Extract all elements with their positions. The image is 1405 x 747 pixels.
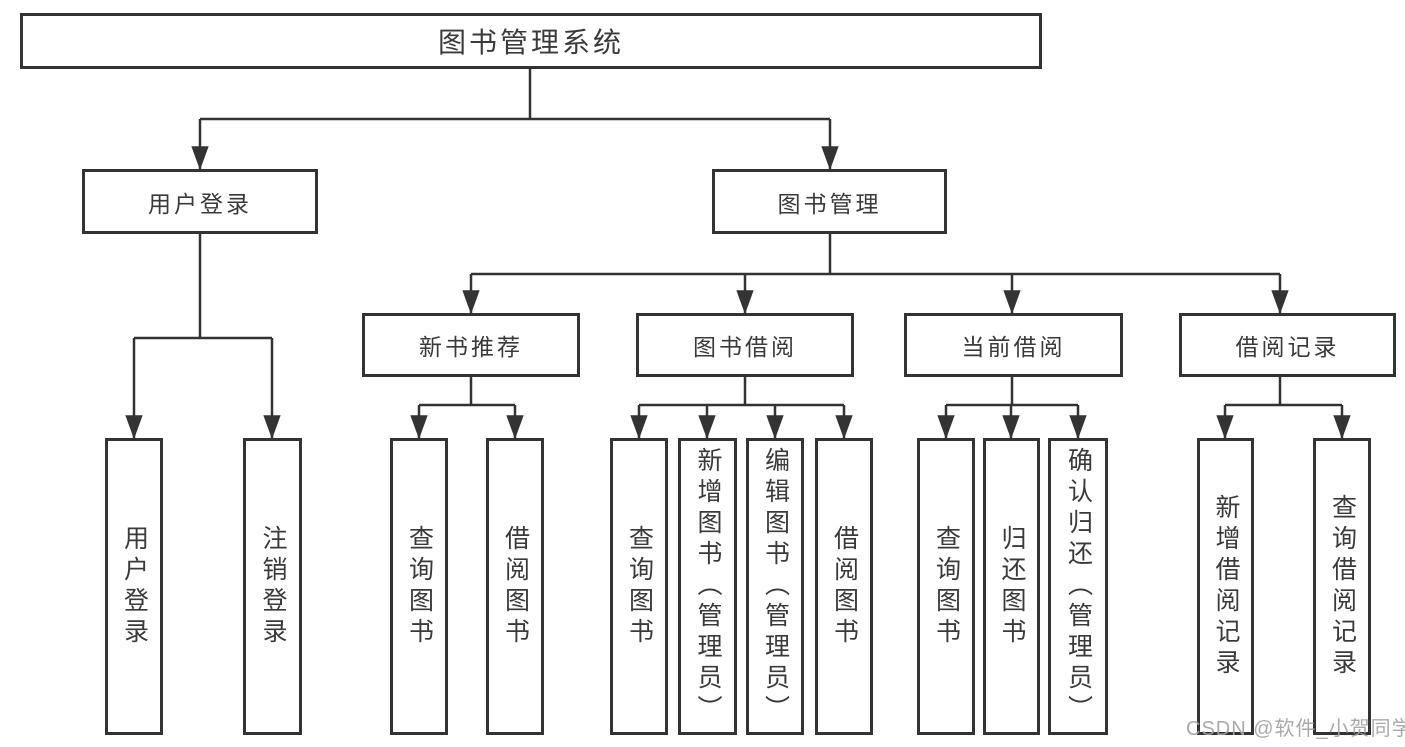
node-label: 查询借阅记录 bbox=[1328, 493, 1357, 680]
node-add-borrow-record: 新增借阅记录 bbox=[1197, 438, 1254, 735]
node-query-books-borrow: 查询图书 bbox=[610, 438, 668, 735]
node-label: 注销登录 bbox=[259, 524, 287, 649]
node-leaf-logout: 注销登录 bbox=[243, 438, 302, 735]
node-book-management: 图书管理 bbox=[712, 169, 947, 234]
watermark: CSDN @软件_小贺同学 bbox=[1186, 718, 1405, 740]
node-library-system: 图书管理系统 bbox=[20, 13, 1042, 69]
node-add-books-admin: 新增图书（管理员） bbox=[678, 438, 737, 735]
node-label: 借阅图书 bbox=[830, 524, 859, 649]
node-label: 用户登录 bbox=[120, 524, 149, 649]
node-query-books-recommend: 查询图书 bbox=[390, 438, 448, 735]
node-label: 编辑图书（管理员） bbox=[761, 447, 790, 726]
node-edit-books-admin: 编辑图书（管理员） bbox=[746, 438, 804, 735]
node-label: 新增借阅记录 bbox=[1212, 493, 1240, 680]
node-label: 查询图书 bbox=[625, 524, 654, 649]
node-leaf-user-login: 用户登录 bbox=[105, 438, 163, 735]
node-current-borrow: 当前借阅 bbox=[904, 313, 1123, 377]
node-query-books-current: 查询图书 bbox=[917, 438, 975, 735]
node-borrow-books: 借阅图书 bbox=[815, 438, 873, 735]
node-book-borrow: 图书借阅 bbox=[636, 313, 854, 377]
node-borrow-records: 借阅记录 bbox=[1179, 313, 1396, 377]
node-label: 查询图书 bbox=[405, 524, 434, 649]
node-return-books: 归还图书 bbox=[983, 438, 1040, 735]
node-new-book-recommend: 新书推荐 bbox=[362, 313, 580, 377]
node-query-borrow-record: 查询借阅记录 bbox=[1313, 438, 1371, 735]
node-label: 确认归还（管理员） bbox=[1064, 447, 1093, 726]
node-label: 查询图书 bbox=[932, 524, 961, 649]
node-user-login: 用户登录 bbox=[82, 169, 318, 234]
node-borrow-books-recommend: 借阅图书 bbox=[486, 438, 544, 735]
node-label: 归还图书 bbox=[998, 524, 1026, 649]
node-label: 借阅图书 bbox=[501, 524, 530, 649]
node-confirm-return-admin: 确认归还（管理员） bbox=[1048, 438, 1108, 735]
node-label: 新增图书（管理员） bbox=[694, 447, 722, 726]
